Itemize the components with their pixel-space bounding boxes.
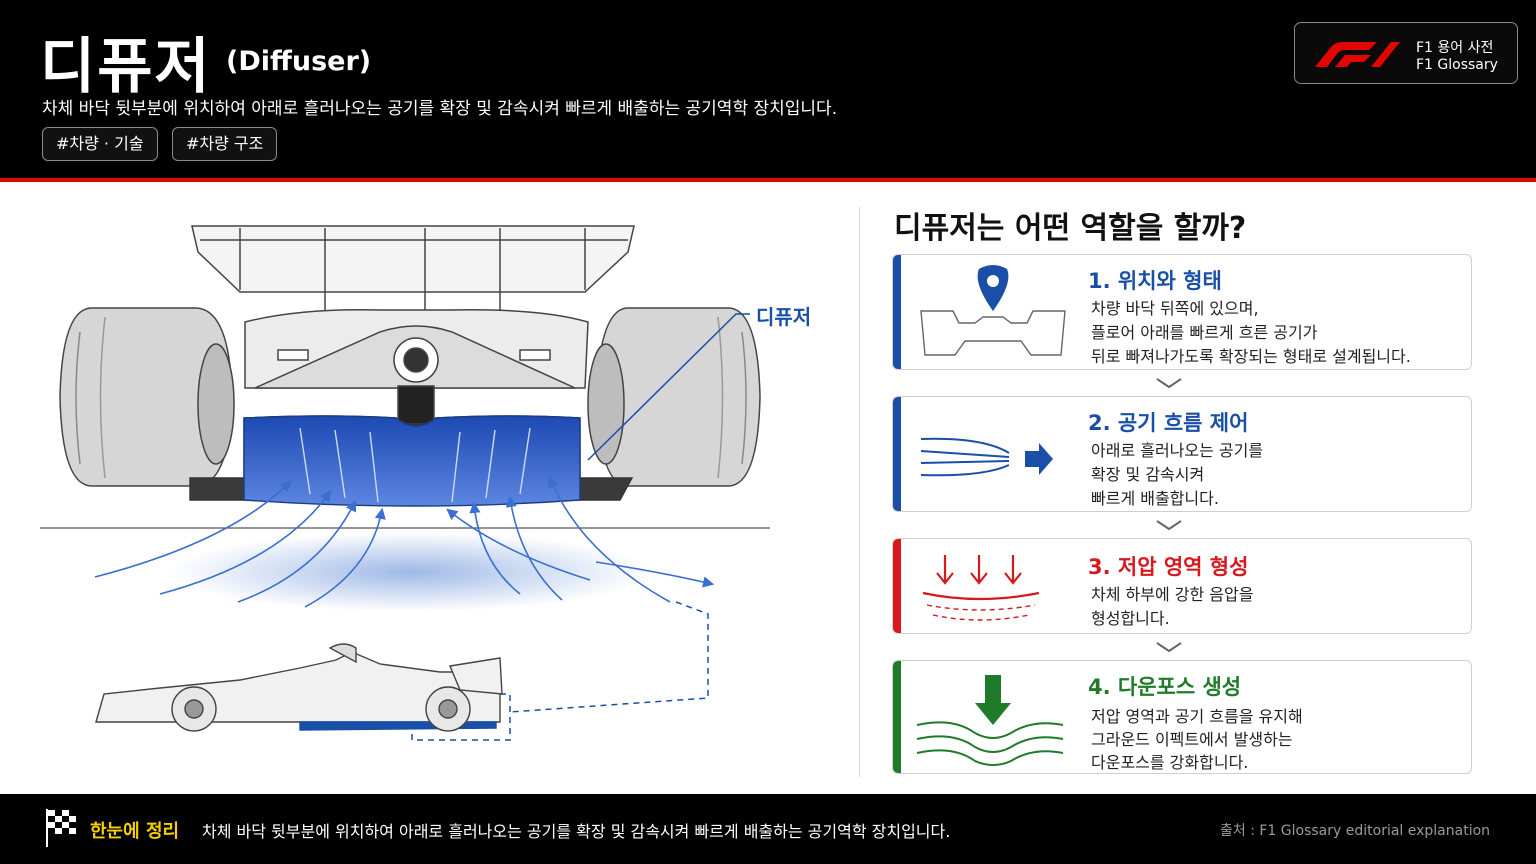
left-rear-tyre bbox=[59, 307, 235, 487]
chevron-down-icon bbox=[1156, 642, 1182, 653]
right-rear-tyre bbox=[587, 307, 761, 487]
low-pressure-icon bbox=[922, 555, 1040, 621]
diffuser-floor bbox=[189, 415, 634, 507]
card-text: 차체 하부에 강한 음압을 bbox=[1091, 585, 1254, 604]
card-text: 아래로 흘러나오는 공기를 bbox=[1091, 441, 1264, 460]
page-title: 디퓨저 bbox=[40, 32, 212, 102]
role-card-low-pressure: 3. 저압 영역 형성 차체 하부에 강한 음압을 형성합니다. bbox=[892, 538, 1472, 634]
tag-vehicle-structure[interactable]: #차량 구조 bbox=[172, 127, 278, 161]
card-text: 뒤로 빠져나가도록 확장되는 형태로 설계됩니다. bbox=[1091, 347, 1411, 366]
role-card-airflow: 2. 공기 흐름 제어 아래로 흘러나오는 공기를 확장 및 감속시켜 빠르게 … bbox=[892, 396, 1472, 512]
card-title-airflow: 2. 공기 흐름 제어 bbox=[1088, 411, 1249, 435]
callout-line bbox=[587, 313, 750, 461]
card-text: 빠르게 배출합니다. bbox=[1091, 489, 1219, 508]
rear-wing bbox=[191, 225, 635, 322]
header-red-rule bbox=[0, 178, 1536, 182]
source-credit: 출처 : F1 Glossary editorial explanation bbox=[1220, 823, 1491, 839]
card-text: 확장 및 감속시켜 bbox=[1091, 465, 1205, 484]
card-accent-bar bbox=[893, 661, 901, 773]
glossary-badge-en: F1 Glossary bbox=[1416, 57, 1498, 73]
chevron-down-icon bbox=[1156, 520, 1182, 531]
airflow-glow bbox=[170, 532, 650, 612]
card-text: 그라운드 이펙트에서 발생하는 bbox=[1091, 730, 1293, 749]
header-bar: 디퓨저 (Diffuser) 차체 바닥 뒷부분에 위치하여 아래로 흘러나오는… bbox=[0, 0, 1536, 178]
roles-heading: 디퓨저는 어떤 역할을 할까? bbox=[894, 211, 1247, 246]
card-text: 저압 영역과 공기 흐름을 유지해 bbox=[1091, 707, 1303, 726]
page-title-english: (Diffuser) bbox=[226, 46, 372, 77]
f1-logo-icon bbox=[1315, 42, 1400, 67]
card-title-downforce: 4. 다운포스 생성 bbox=[1088, 675, 1242, 699]
card-text: 다운포스를 강화합니다. bbox=[1091, 753, 1249, 772]
airflow-arrows bbox=[94, 475, 715, 608]
car-body bbox=[244, 309, 589, 425]
card-title-position: 1. 위치와 형태 bbox=[1088, 269, 1222, 293]
summary-label: 한눈에 정리 bbox=[90, 821, 180, 842]
card-accent-bar bbox=[893, 539, 901, 633]
diffuser-illustration bbox=[40, 225, 770, 741]
glossary-badge: F1 용어 사전 F1 Glossary bbox=[1294, 22, 1518, 84]
card-title-low-pressure: 3. 저압 영역 형성 bbox=[1088, 555, 1249, 579]
role-card-position: 1. 위치와 형태 차량 바닥 뒤쪽에 있으며, 플로어 아래를 빠르게 흐른 … bbox=[892, 254, 1472, 370]
summary-text: 차체 바닥 뒷부분에 위치하여 아래로 흘러나오는 공기를 확장 및 감속시켜 … bbox=[202, 822, 951, 841]
airflow-arrows-icon bbox=[920, 437, 1053, 477]
card-text: 차량 바닥 뒤쪽에 있으며, bbox=[1091, 299, 1259, 318]
footer-bar: 한눈에 정리 차체 바닥 뒷부분에 위치하여 아래로 흘러나오는 공기를 확장 … bbox=[0, 794, 1536, 864]
vertical-divider bbox=[859, 207, 860, 777]
page-subtitle: 차체 바닥 뒷부분에 위치하여 아래로 흘러나오는 공기를 확장 및 감속시켜 … bbox=[42, 99, 838, 119]
glossary-badge-ko: F1 용어 사전 bbox=[1416, 40, 1494, 56]
downforce-arrow-icon bbox=[916, 675, 1064, 766]
card-text: 형성합니다. bbox=[1091, 609, 1170, 628]
side-view-car bbox=[95, 643, 503, 732]
diffuser-callout-label: 디퓨저 bbox=[756, 305, 812, 329]
checkered-flag-icon bbox=[46, 809, 76, 847]
card-text: 플로어 아래를 빠르게 흐른 공기가 bbox=[1091, 323, 1318, 342]
location-pin-icon bbox=[920, 265, 1066, 356]
role-card-downforce: 4. 다운포스 생성 저압 영역과 공기 흐름을 유지해 그라운드 이펙트에서 … bbox=[892, 660, 1472, 774]
tag-vehicle-tech[interactable]: #차량 · 기술 bbox=[42, 127, 158, 161]
zoom-connector bbox=[509, 601, 709, 713]
chevron-down-icon bbox=[1156, 378, 1182, 389]
card-accent-bar bbox=[893, 397, 901, 511]
card-accent-bar bbox=[893, 255, 901, 369]
